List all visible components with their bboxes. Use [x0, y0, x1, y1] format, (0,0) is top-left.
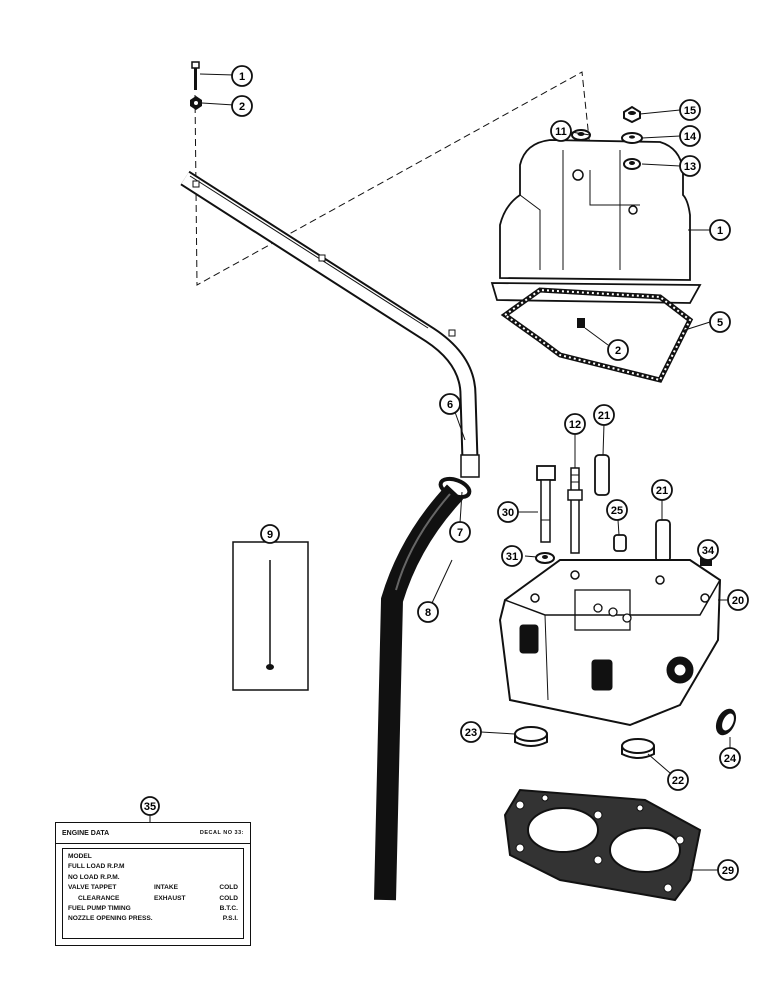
callout-22: 22	[667, 769, 689, 791]
callout-2: 2	[607, 339, 629, 361]
svg-text:14: 14	[684, 131, 697, 143]
svg-text:8: 8	[425, 607, 431, 619]
callout-34: 34	[697, 539, 719, 561]
callout-5: 2	[231, 95, 253, 117]
sleeve-part-25	[613, 534, 627, 552]
svg-text:1: 1	[239, 71, 245, 83]
callout-13: 13	[679, 155, 701, 177]
plug-part-34	[700, 556, 712, 566]
callout-group: 1 2 11 15 14 13 1 5 2 6 12 21 7 30 25 21…	[140, 65, 749, 881]
callout-6: 6	[439, 393, 461, 415]
callout-24: 24	[719, 747, 741, 769]
decal-header: ENGINE DATA DECAL NO 33:	[56, 823, 250, 844]
decal-row: MODEL	[68, 853, 92, 860]
decal-body: MODEL FULL LOAD R.P.M NO LOAD R.P.M. VAL…	[62, 848, 244, 939]
svg-text:5: 5	[717, 317, 723, 329]
svg-text:13: 13	[684, 161, 696, 173]
pin-part-9	[266, 560, 274, 670]
callout-30: 30	[497, 501, 519, 523]
seal-part-13	[623, 158, 641, 170]
callout-9: 9	[260, 524, 280, 544]
washer-part-14	[621, 132, 643, 144]
nut-part-5	[190, 96, 202, 110]
svg-text:11: 11	[555, 126, 567, 138]
callout-14: 14	[679, 125, 701, 147]
callout-11: 11	[550, 120, 572, 142]
svg-text:12: 12	[569, 419, 581, 431]
bolt-part-4	[191, 61, 200, 90]
svg-text:2: 2	[615, 345, 621, 357]
callout-21b: 21	[651, 479, 673, 501]
callout-20: 20	[727, 589, 749, 611]
callout-25: 25	[606, 499, 628, 521]
callout-1: 1	[709, 219, 731, 241]
callout-29: 29	[717, 859, 739, 881]
nut-part-15	[623, 105, 641, 124]
valve-seat-part-23	[514, 726, 548, 747]
breather-tube-part-6	[180, 170, 480, 478]
callout-12: 12	[564, 413, 586, 435]
decal-title: ENGINE DATA	[62, 829, 110, 837]
callout-8: 8	[417, 601, 439, 623]
callout-35: 35	[140, 796, 160, 816]
callout-23: 23	[460, 721, 482, 743]
svg-text:9: 9	[267, 529, 273, 541]
svg-text:30: 30	[502, 507, 514, 519]
leader-lines	[149, 73, 731, 871]
phantom-line	[194, 71, 591, 286]
svg-text:6: 6	[447, 399, 453, 411]
callout-4: 1	[231, 65, 253, 87]
svg-text:35: 35	[144, 801, 156, 813]
gasket-part-3	[500, 287, 694, 383]
svg-text:22: 22	[672, 775, 684, 787]
svg-text:24: 24	[724, 753, 737, 765]
svg-text:34: 34	[702, 545, 715, 557]
dowel-pin-part-21a	[594, 454, 610, 496]
svg-text:15: 15	[684, 105, 696, 117]
stud-part-12	[567, 467, 583, 554]
svg-text:2: 2	[239, 101, 245, 113]
decal-row: NOZZLE OPENING PRESS.P.S.I.	[68, 915, 238, 923]
head-gasket-part-29	[503, 788, 702, 902]
svg-text:29: 29	[722, 865, 734, 877]
engine-data-decal: ENGINE DATA DECAL NO 33: MODEL FULL LOAD…	[55, 822, 251, 946]
cylinder-head-part-20	[498, 559, 722, 727]
svg-text:20: 20	[732, 595, 744, 607]
head-bolt-part-30	[536, 465, 556, 543]
svg-text:31: 31	[506, 551, 518, 563]
callout-31: 31	[501, 545, 523, 567]
valve-seat-part-22	[621, 738, 655, 759]
hose-part-8	[374, 484, 464, 901]
washer-part-31	[535, 552, 555, 564]
decal-row: NO LOAD R.P.M.	[68, 873, 120, 881]
callout-15: 15	[679, 99, 701, 121]
svg-text:21: 21	[598, 410, 610, 422]
svg-text:21: 21	[656, 485, 668, 497]
seal-part-24	[715, 708, 737, 736]
callout-3: 5	[709, 311, 731, 333]
grommet-part-2	[577, 318, 585, 328]
valve-cover-part-1	[490, 139, 702, 304]
svg-text:7: 7	[457, 527, 463, 539]
svg-text:1: 1	[717, 225, 723, 237]
callout-7: 7	[449, 521, 471, 543]
decal-number: DECAL NO 33:	[199, 830, 244, 836]
dowel-pin-part-21b	[655, 519, 671, 563]
decal-row: FULL LOAD R.P.M	[68, 863, 125, 871]
svg-text:23: 23	[465, 727, 477, 739]
svg-text:25: 25	[611, 505, 623, 517]
callout-21a: 21	[593, 404, 615, 426]
